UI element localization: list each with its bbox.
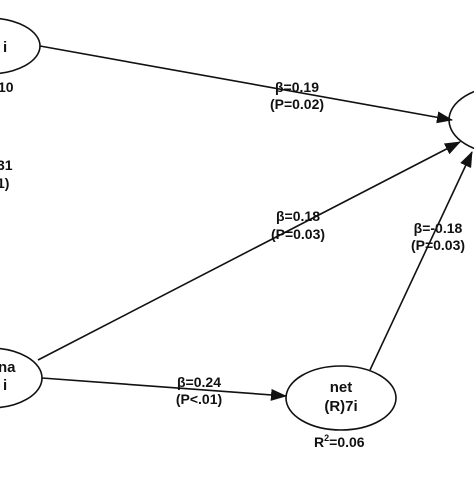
path-arrow-top-to-outcome bbox=[39, 45, 453, 124]
path-top-beta: β=0.19 bbox=[275, 79, 319, 95]
path-top-p: (P=0.02) bbox=[270, 96, 324, 112]
node-outcome bbox=[448, 90, 474, 150]
node-bottom-left-label-2: i bbox=[3, 377, 7, 394]
r2-value: =0.06 bbox=[329, 434, 365, 450]
path-arrow-net-to-outcome bbox=[369, 151, 473, 371]
node-bottom-left-label-1: na bbox=[0, 359, 16, 376]
node-net-sublabel: (R)7i bbox=[324, 398, 357, 415]
path-bottom-outcome-beta: β=0.18 bbox=[276, 208, 320, 224]
r2-superscript: 2 bbox=[324, 433, 329, 443]
node-top-left-annotation: 10 bbox=[0, 79, 14, 95]
path-net-outcome-beta: β=-0.18 bbox=[414, 220, 463, 236]
path-bottom-net-beta: β=0.24 bbox=[177, 374, 221, 390]
path-arrow-bottom-to-outcome bbox=[37, 141, 461, 361]
path-bottom-net-p: (P<.01) bbox=[176, 391, 222, 407]
node-net-label: net bbox=[330, 379, 353, 396]
node-left-middle-annotation-1: 31 bbox=[0, 157, 13, 173]
path-arrow-bottom-to-net bbox=[41, 377, 287, 401]
node-left-middle-annotation-2: 1) bbox=[0, 175, 9, 191]
r2-prefix: R bbox=[314, 434, 324, 450]
path-net-outcome-p: (P=0.03) bbox=[411, 237, 465, 253]
node-top-left-label: i bbox=[3, 39, 7, 56]
node-net-r2: R2=0.06 bbox=[314, 433, 365, 450]
path-bottom-outcome-p: (P=0.03) bbox=[271, 226, 325, 242]
